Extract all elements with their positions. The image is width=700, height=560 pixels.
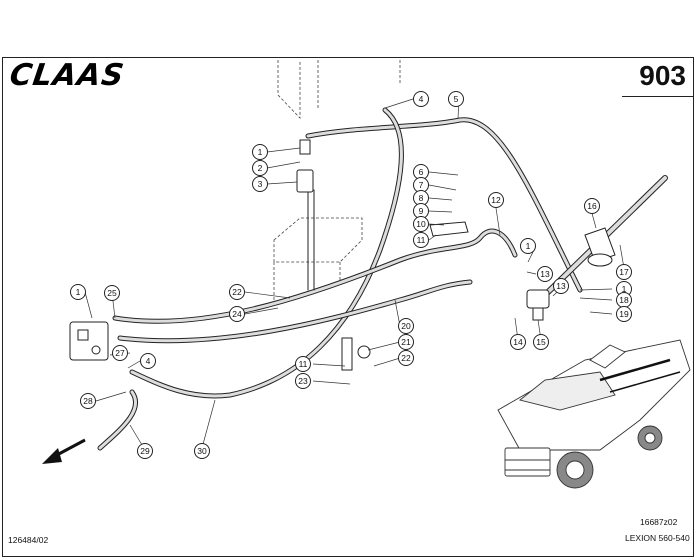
callout: 2 [252,160,268,176]
title-rule [622,96,694,97]
callout: 30 [194,443,210,459]
callout: 22 [229,284,245,300]
callout: 15 [533,334,549,350]
callout: 1 [520,238,536,254]
callout-label: 9 [419,206,424,216]
drawing-code: 16687z02 [640,517,678,527]
callout-label: 18 [619,295,629,305]
callout-label: 2 [258,163,263,173]
callout-label: 23 [298,376,308,386]
callout-label: 11 [417,235,426,245]
callout-label: 1 [258,147,263,157]
callout-label: 24 [232,309,242,319]
callout: 23 [295,373,311,389]
bracket-16 [584,227,616,267]
callout: 11 [295,356,311,372]
callout: 25 [104,285,120,301]
callout-label: 3 [258,179,263,189]
page-number: 903 [639,60,686,91]
fitting-15 [526,289,550,321]
callout: 12 [488,192,504,208]
callout: 9 [413,203,429,219]
callout-label: 27 [115,348,125,358]
callout-label: 14 [513,337,523,347]
callout-label: 5 [454,94,459,104]
callout: 24 [229,306,245,322]
model-name: LEXION 560-540 [625,533,690,543]
diagram-frame [2,57,694,557]
document-code: 126484/02 [8,535,49,545]
callout-label: 22 [401,353,411,363]
callout-label: 1 [622,284,627,294]
callout: 5 [448,91,464,107]
callout-label: 4 [146,356,151,366]
callout-label: 22 [232,287,242,297]
machine-outline [273,60,401,300]
callout: 4 [413,91,429,107]
callout: 11 [413,232,429,248]
filter-assembly [296,139,314,193]
callout: 22 [398,350,414,366]
callout-label: 20 [401,321,411,331]
callout-label: 12 [491,195,501,205]
callout: 10 [413,216,429,232]
callout: 21 [398,334,414,350]
callout-label: 28 [83,396,93,406]
callout: 28 [80,393,96,409]
callout: 16 [584,198,600,214]
callout-label: 10 [416,219,426,229]
callout-label: 25 [107,288,117,298]
callout-label: 1 [76,287,81,297]
callout: 4 [140,353,156,369]
callout: 27 [112,345,128,361]
callout: 6 [413,164,429,180]
callouts: 1 2 3 4 5 6 7 8 9 10 11 12 1 13 16 17 1 … [70,91,632,459]
callout-label: 8 [419,193,424,203]
callout: 14 [510,334,526,350]
callout: 8 [413,190,429,206]
hoses [97,107,668,451]
direction-arrow-icon [42,438,86,464]
callout-label: 19 [619,309,629,319]
callout: 13 [537,266,553,282]
callout-label: 17 [619,267,629,277]
callout-label: 4 [419,94,424,104]
callout-label: 15 [536,337,546,347]
callout-label: 1 [526,241,531,251]
callout: 20 [398,318,414,334]
valve-block [69,321,109,361]
callout: 19 [616,306,632,322]
callout-label: 16 [587,201,597,211]
callout: 1 [252,144,268,160]
callout: 13 [553,278,569,294]
clamp-21 [341,337,371,371]
combine-harvester-icon [497,339,691,489]
callout: 3 [252,176,268,192]
callout-label: 11 [299,359,308,369]
callout: 18 [616,292,632,308]
callout: 17 [616,264,632,280]
callout-label: 13 [556,281,566,291]
callout-label: 29 [140,446,150,456]
callout-label: 21 [401,337,411,347]
callout: 1 [70,284,86,300]
callout-label: 30 [197,446,207,456]
callout: 29 [137,443,153,459]
bracket-10 [429,221,469,237]
callout-label: 7 [419,180,424,190]
callout-label: 13 [540,269,550,279]
callout-label: 6 [419,167,424,177]
